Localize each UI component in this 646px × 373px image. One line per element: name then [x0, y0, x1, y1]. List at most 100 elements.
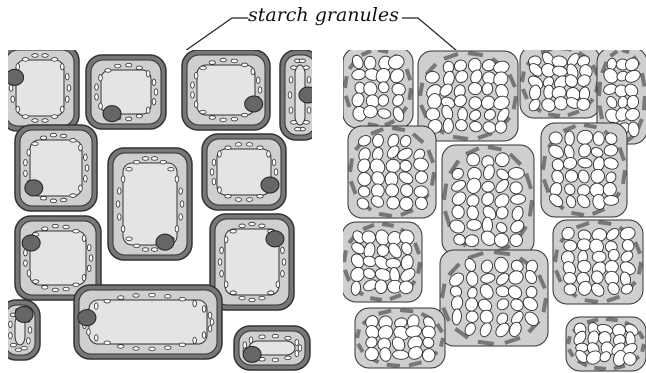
starch-granule — [136, 114, 142, 118]
starch-granule — [27, 270, 31, 276]
starch-granule — [65, 96, 69, 102]
starch-granule — [151, 157, 157, 161]
starch-granule — [220, 271, 224, 277]
starch-granule — [104, 299, 110, 303]
wall-fragment — [468, 53, 483, 55]
wall-fragment — [644, 96, 645, 110]
starch-granule — [209, 116, 215, 120]
nucleus — [103, 106, 121, 122]
starch-granule — [126, 63, 132, 67]
starch-granule — [480, 310, 493, 323]
plant-cell — [0, 300, 40, 360]
plant-cell — [108, 148, 192, 260]
starch-filled-cell — [343, 48, 413, 128]
wall-fragment — [585, 300, 598, 302]
wall-fragment — [370, 298, 382, 300]
starch-granule — [32, 54, 38, 58]
starch-granule — [220, 118, 226, 122]
starch-granule — [42, 227, 48, 231]
starch-granule — [50, 199, 56, 203]
starch-granule — [149, 347, 155, 351]
starch-granule — [364, 56, 376, 70]
starch-granule — [249, 337, 253, 343]
starch-granule — [577, 98, 591, 111]
starch-granule — [121, 226, 125, 232]
starch-granule — [291, 121, 297, 125]
starch-granule — [274, 169, 278, 175]
starch-granule — [84, 176, 88, 182]
starch-filled-cell — [566, 317, 646, 371]
wall-fragment — [543, 156, 545, 170]
starch-granule — [9, 85, 13, 91]
starch-granule — [282, 259, 286, 265]
starch-granule — [133, 294, 139, 298]
starch-granule — [87, 265, 91, 271]
nucleus — [266, 231, 284, 247]
starch-granule — [28, 327, 32, 333]
wall-fragment — [568, 336, 570, 344]
starch-granule — [231, 59, 237, 63]
starch-granule — [272, 159, 276, 165]
starch-granule — [285, 336, 291, 340]
starch-granule — [267, 151, 271, 157]
starch-granule — [89, 255, 93, 261]
starch-granule — [51, 58, 57, 62]
wall-fragment — [478, 342, 494, 344]
starch-granule — [307, 107, 311, 113]
starch-granule — [230, 229, 236, 233]
starch-granule — [70, 139, 76, 143]
starch-granule — [212, 159, 216, 165]
starch-granule — [259, 335, 265, 339]
starch-granule — [10, 343, 16, 347]
starch-granule — [60, 198, 66, 202]
starch-granules-label: starch granules — [248, 4, 399, 26]
vacuole — [123, 163, 177, 245]
nucleus — [243, 346, 261, 362]
starch-granule — [241, 113, 247, 117]
starch-granule — [94, 335, 98, 341]
starch-granule — [191, 82, 195, 88]
starch-granule — [117, 188, 121, 194]
plant-cell — [74, 285, 222, 359]
starch-granule — [259, 296, 265, 300]
starch-granule — [175, 226, 179, 232]
nucleus — [261, 177, 279, 193]
starch-granule — [422, 348, 435, 362]
starch-granule — [218, 151, 222, 157]
starch-granule — [65, 74, 69, 80]
starch-granule — [151, 248, 157, 252]
starch-granule — [42, 54, 48, 58]
wall-fragment — [530, 200, 532, 216]
starch-granule — [99, 103, 103, 109]
starch-granule — [160, 160, 166, 164]
starch-granule — [235, 143, 241, 147]
wall-fragment — [488, 147, 502, 150]
plant-cell — [15, 125, 97, 211]
starch-granule — [246, 143, 252, 147]
plant-cell — [234, 326, 310, 370]
starch-granule — [200, 110, 206, 114]
starch-granule — [281, 247, 285, 253]
starch-granule — [16, 64, 20, 70]
starch-granule — [257, 194, 263, 198]
plant-cell — [280, 50, 320, 140]
starch-granule — [79, 185, 83, 191]
starch-granule — [82, 235, 86, 241]
starch-filled-cell — [418, 51, 518, 141]
starch-granule — [82, 274, 86, 280]
starch-granule — [249, 298, 255, 302]
starch-granule — [146, 71, 150, 77]
wall-fragment — [639, 262, 641, 274]
starch-granule — [208, 326, 212, 332]
starch-granule — [126, 167, 132, 171]
starch-granule — [126, 237, 132, 241]
nucleus — [6, 69, 24, 85]
right-cells — [342, 46, 646, 371]
starch-granule — [208, 312, 212, 318]
starch-filled-cell — [442, 145, 534, 255]
starch-granule — [276, 281, 280, 287]
starch-granule — [200, 66, 206, 70]
starch-granule — [40, 196, 46, 200]
starch-granule — [224, 236, 228, 242]
starch-granule — [154, 89, 158, 95]
